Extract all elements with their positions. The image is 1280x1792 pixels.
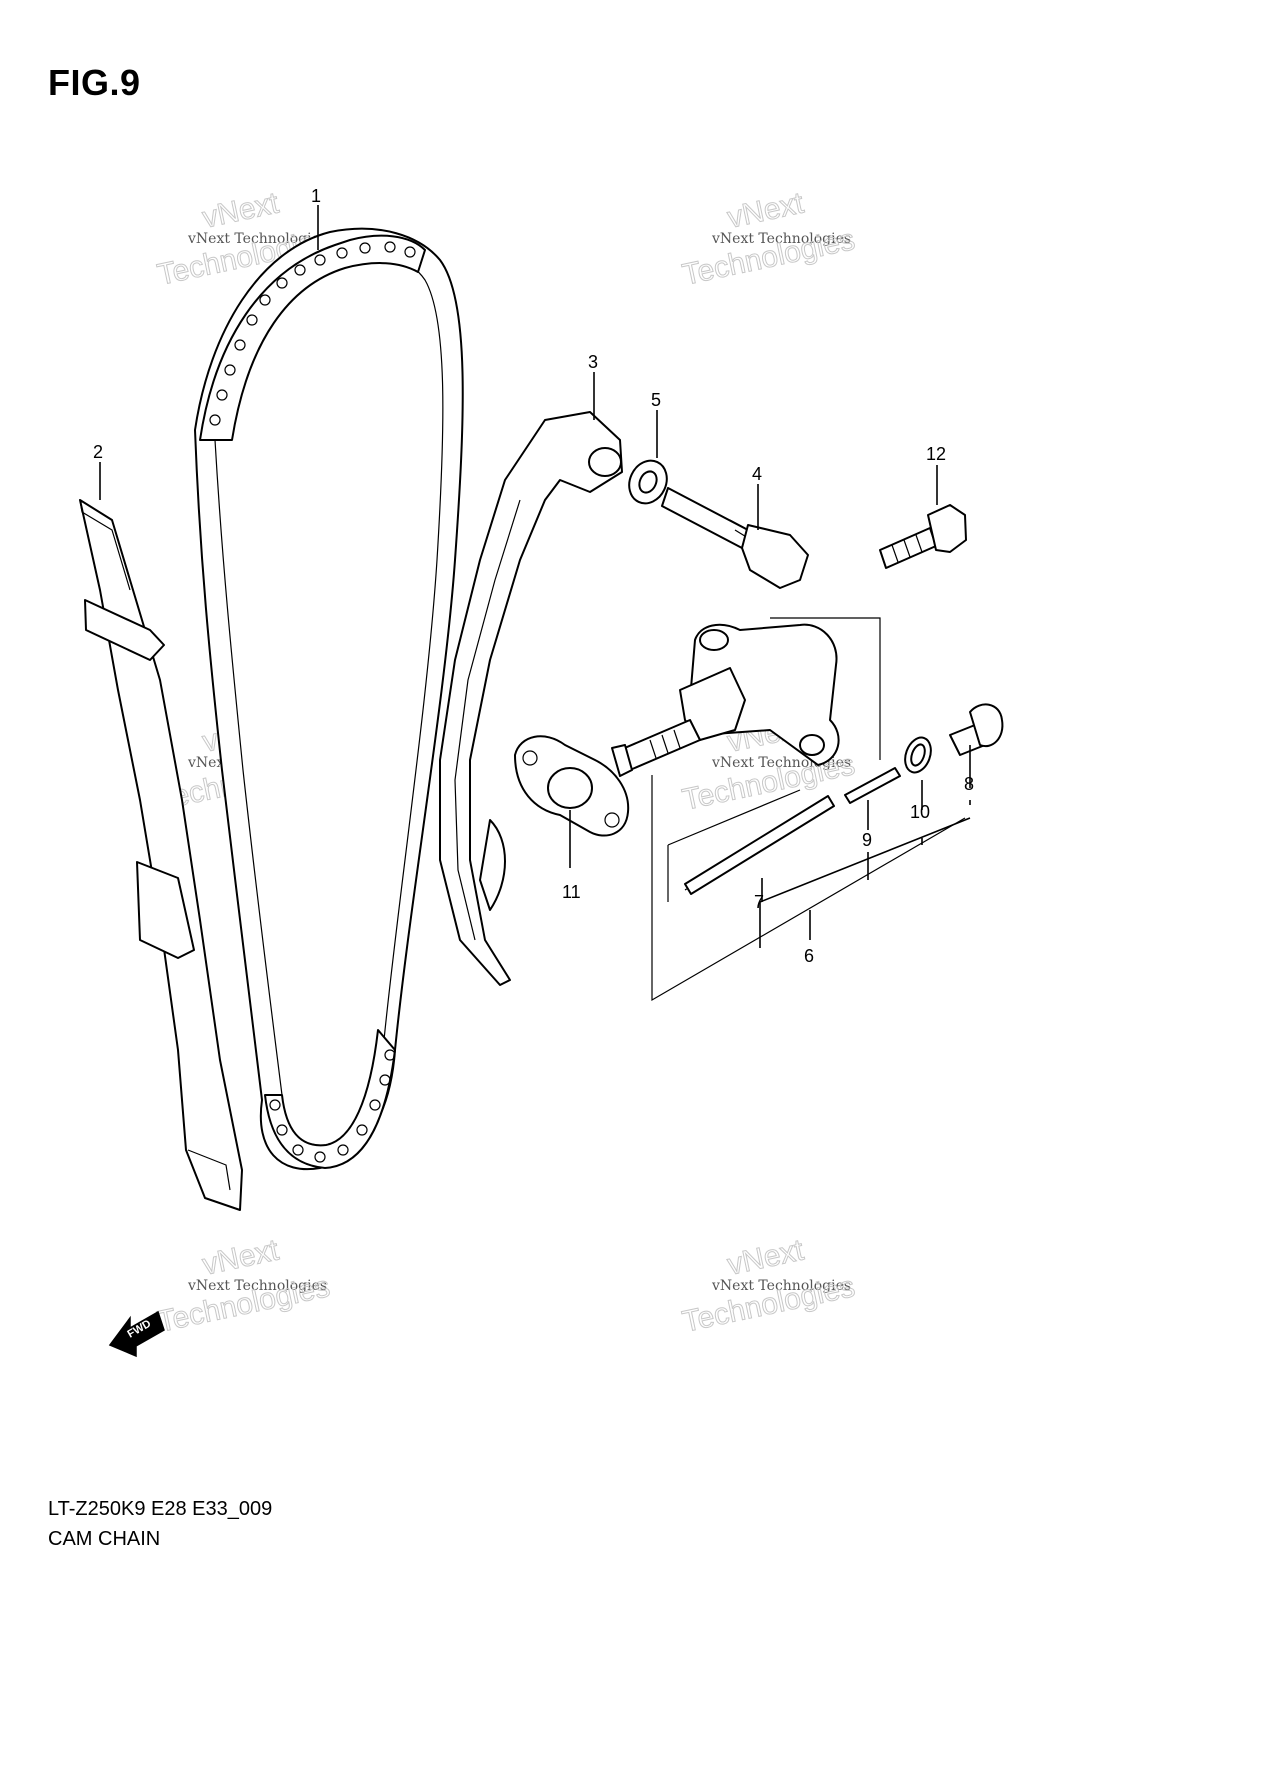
part-8-cap-bolt — [949, 703, 1004, 756]
watermark-text: vNext Technologies — [711, 1278, 851, 1294]
part-11-gasket — [514, 735, 630, 837]
callout-1: 1 — [311, 186, 321, 206]
callout-5: 5 — [651, 390, 661, 410]
watermark-text: vNext Technologies — [711, 231, 851, 247]
callout-2: 2 — [93, 442, 103, 462]
part-12-bolt — [879, 504, 967, 569]
callout-10: 10 — [910, 802, 930, 822]
part-3-tensioner-arm — [439, 411, 623, 986]
part-4-pivot-bolt — [661, 487, 809, 589]
leader-lines — [99, 205, 971, 948]
watermark-bottom-right: vNext Technologies vNext Technologies — [679, 1233, 858, 1339]
callout-7: 7 — [754, 892, 764, 912]
callout-labels: 1 2 3 4 5 6 7 8 9 10 11 12 — [93, 186, 974, 966]
callout-3: 3 — [588, 352, 598, 372]
watermark-bottom-left: vNext Technologies vNext Technologies — [154, 1233, 333, 1339]
watermark-text: vNext Technologies — [187, 231, 327, 247]
part-10-o-ring — [904, 736, 932, 774]
watermark-text: vNext — [725, 1233, 808, 1281]
watermark-text: vNext — [200, 1233, 283, 1281]
watermark-top-right: vNext Technologies vNext Technologies — [679, 186, 858, 292]
callout-4: 4 — [752, 464, 762, 484]
part-6-tensioner-assembly — [611, 623, 840, 777]
callout-8: 8 — [964, 774, 974, 794]
callout-11: 11 — [562, 882, 581, 902]
part-9-pin — [844, 767, 901, 804]
part-1-cam-chain — [194, 227, 464, 1171]
part-7-spring — [684, 795, 835, 895]
part-5-washer — [628, 459, 668, 505]
figure-title: FIG.9 — [48, 62, 141, 103]
assembly-bracket — [651, 617, 966, 1002]
section-name: CAM CHAIN — [48, 1528, 161, 1550]
callout-6: 6 — [804, 946, 814, 966]
part-2-chain-guide — [79, 499, 243, 1211]
watermark-text: vNext — [200, 186, 283, 234]
callout-12: 12 — [926, 444, 946, 464]
callout-9: 9 — [862, 830, 872, 850]
watermark-text: vNext Technologies — [187, 1278, 327, 1294]
forward-arrow-icon: FWD — [108, 1310, 165, 1358]
watermark-text: vNext — [725, 186, 808, 234]
model-code: LT-Z250K9 E28 E33_009 — [48, 1498, 273, 1520]
